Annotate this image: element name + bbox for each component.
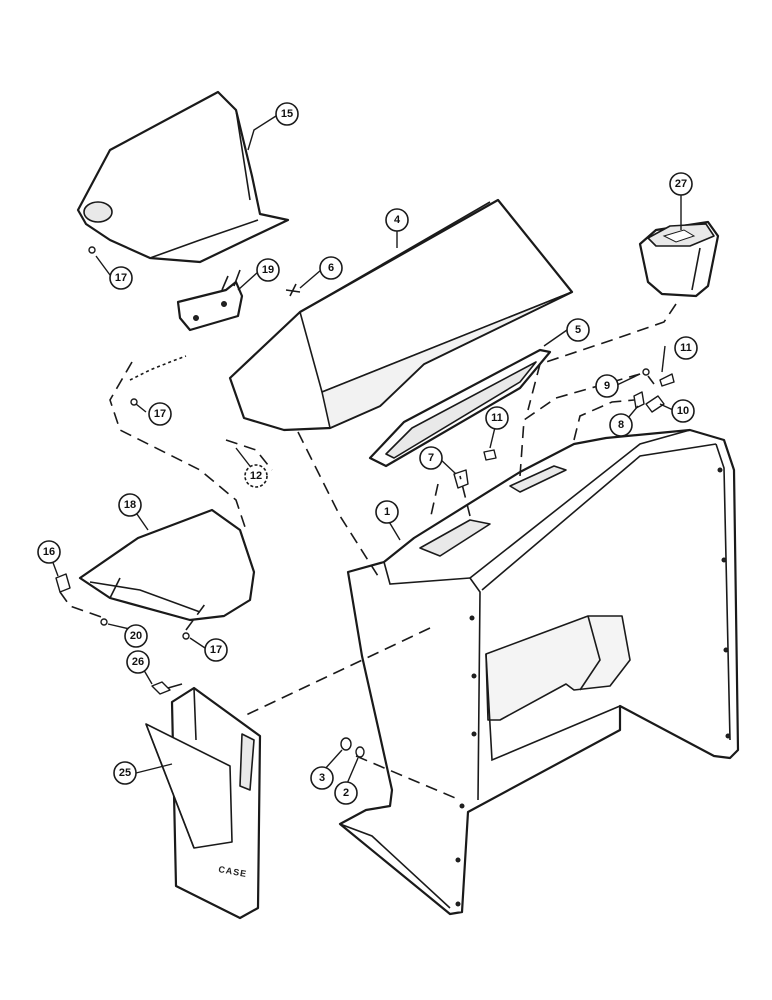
callout-17b-label: 17 xyxy=(154,408,166,420)
part-11a-clip xyxy=(483,449,497,461)
callout-4-label: 4 xyxy=(394,214,401,226)
callout-17c-label: 17 xyxy=(210,644,222,656)
callout-5-label: 5 xyxy=(575,324,581,336)
callout-17b: 17 xyxy=(148,402,172,426)
callout-6-label: 6 xyxy=(328,262,334,274)
callout-2: 2 xyxy=(334,781,358,805)
part-8-latch xyxy=(633,391,645,409)
callout-8-label: 8 xyxy=(618,419,624,431)
callout-3: 3 xyxy=(310,766,334,790)
part-17-fastener-mid xyxy=(130,398,138,406)
callout-7-label: 7 xyxy=(428,452,434,464)
callout-15: 15 xyxy=(275,102,299,126)
callout-12-label: 12 xyxy=(250,470,262,482)
part-3-knob xyxy=(340,737,352,751)
callout-27: 27 xyxy=(669,172,693,196)
callout-9: 9 xyxy=(595,374,619,398)
callout-10: 10 xyxy=(671,399,695,423)
callout-11b: 11 xyxy=(674,336,698,360)
callout-20-label: 20 xyxy=(130,630,142,642)
callout-10-label: 10 xyxy=(677,405,689,417)
part-2-nut xyxy=(355,746,365,758)
callout-5: 5 xyxy=(566,318,590,342)
callout-15-label: 15 xyxy=(281,108,293,120)
part-19-bracket xyxy=(176,269,244,332)
callout-25-label: 25 xyxy=(119,767,131,779)
callout-17c: 17 xyxy=(204,638,228,662)
part-15-upper-cover xyxy=(76,90,290,264)
part-11b-clip xyxy=(659,373,675,387)
callout-26: 26 xyxy=(126,650,150,674)
callout-11b-label: 11 xyxy=(680,342,692,354)
callout-1: 1 xyxy=(375,500,399,524)
part-17-fastener-low xyxy=(182,632,190,640)
callout-18-label: 18 xyxy=(124,499,136,511)
callout-11a-label: 11 xyxy=(491,412,503,424)
part-20-fastener xyxy=(100,618,108,626)
callout-25: 25 xyxy=(113,761,137,785)
callout-11a: 11 xyxy=(485,406,509,430)
callout-18: 18 xyxy=(118,493,142,517)
part-5-trim-strip xyxy=(368,348,552,468)
callout-17a: 17 xyxy=(109,266,133,290)
part-16-clip xyxy=(55,573,71,593)
callout-19-label: 19 xyxy=(262,264,274,276)
part-25-side-panel: CASE xyxy=(145,686,262,920)
callout-2-label: 2 xyxy=(343,787,349,799)
callout-3-label: 3 xyxy=(319,772,325,784)
part-9-screw xyxy=(642,368,655,385)
seal-strip xyxy=(129,355,187,381)
case-logo: CASE xyxy=(218,864,248,879)
callout-4: 4 xyxy=(385,208,409,232)
callout-12: 12 xyxy=(244,464,268,488)
part-10-latch xyxy=(645,395,665,413)
callout-19: 19 xyxy=(256,258,280,282)
callout-9-label: 9 xyxy=(604,380,610,392)
callout-8: 8 xyxy=(609,413,633,437)
part-26-screw xyxy=(151,681,183,695)
part-6-screw xyxy=(285,283,301,297)
callout-7: 7 xyxy=(419,446,443,470)
part-1-dash-frame xyxy=(338,428,740,916)
callout-16-label: 16 xyxy=(43,546,55,558)
callout-20: 20 xyxy=(124,624,148,648)
callout-6: 6 xyxy=(319,256,343,280)
part-27-storage-box xyxy=(638,220,720,298)
part-4-dash-cover xyxy=(228,198,574,432)
callout-26-label: 26 xyxy=(132,656,144,668)
callout-17a-label: 17 xyxy=(115,272,127,284)
callout-27-label: 27 xyxy=(675,178,687,190)
part-17-fastener-top xyxy=(88,246,96,254)
part-18-shelf-tray xyxy=(78,508,256,622)
callout-1-label: 1 xyxy=(384,506,390,518)
callout-16: 16 xyxy=(37,540,61,564)
